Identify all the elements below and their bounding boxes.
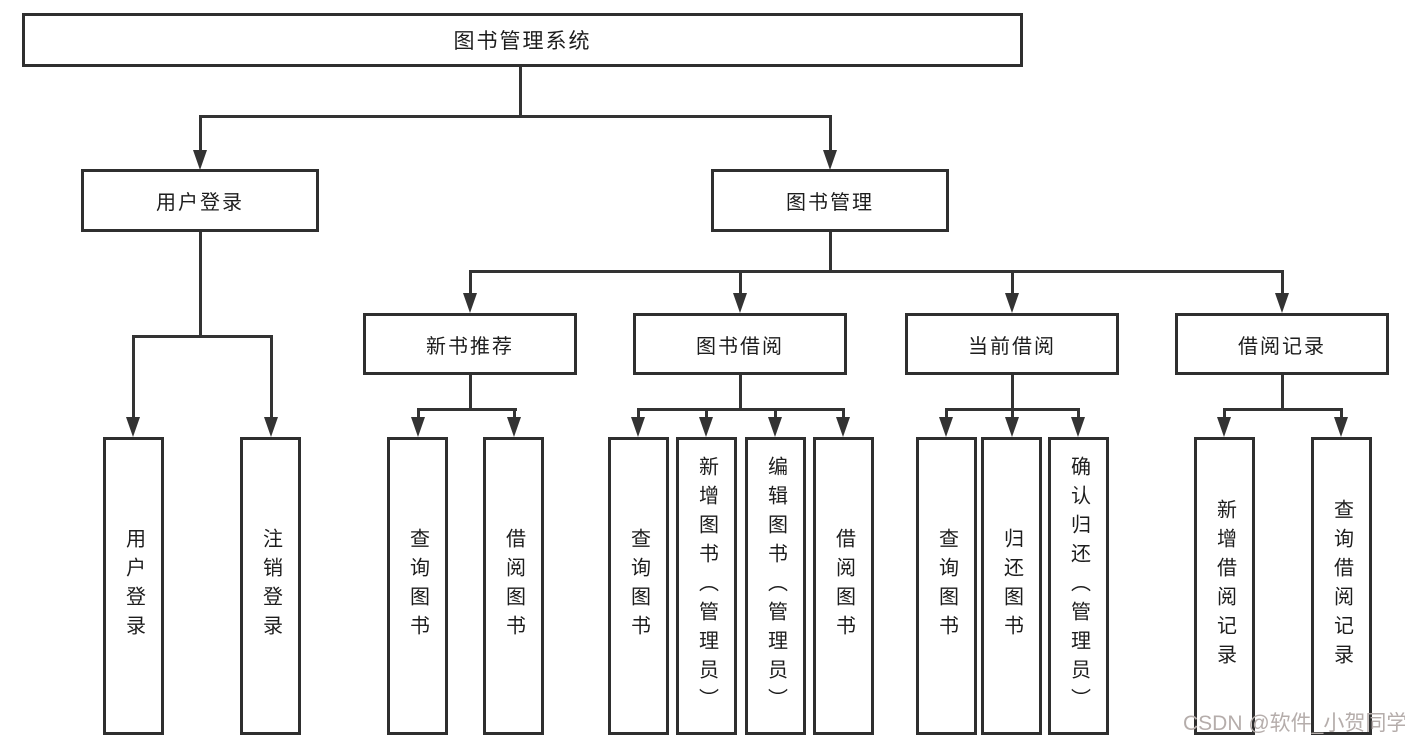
connector-line bbox=[199, 115, 831, 118]
node-label: 查询图书 bbox=[406, 528, 429, 644]
leaf-user-login: 用户登录 bbox=[103, 437, 164, 735]
arrow-down-icon bbox=[1217, 417, 1231, 437]
node-library-management-system: 图书管理系统 bbox=[22, 13, 1023, 67]
arrow-down-icon bbox=[1005, 293, 1019, 313]
node-label: 新增图书（管理员） bbox=[695, 455, 718, 717]
leaf-logout: 注销登录 bbox=[240, 437, 301, 735]
arrow-down-icon bbox=[768, 417, 782, 437]
arrow-down-icon bbox=[507, 417, 521, 437]
node-label: 借阅图书 bbox=[832, 528, 855, 644]
arrow-down-icon bbox=[463, 293, 477, 313]
node-label: 借阅记录 bbox=[1238, 335, 1326, 358]
node-label: 新书推荐 bbox=[426, 335, 514, 358]
connector-line bbox=[1011, 375, 1014, 411]
node-label: 归还图书 bbox=[1000, 528, 1023, 644]
connector-line bbox=[469, 270, 1284, 273]
node-label: 查询借阅记录 bbox=[1330, 499, 1353, 673]
node-borrowing-records: 借阅记录 bbox=[1175, 313, 1389, 375]
connector-line bbox=[417, 408, 517, 411]
leaf-confirm-return-admin: 确认归还（管理员） bbox=[1048, 437, 1109, 735]
arrow-down-icon bbox=[1334, 417, 1348, 437]
connector-line bbox=[1011, 270, 1014, 297]
connector-line bbox=[199, 232, 202, 338]
leaf-query-books-current: 查询图书 bbox=[916, 437, 977, 735]
node-label: 查询图书 bbox=[935, 528, 958, 644]
leaf-query-books-new: 查询图书 bbox=[387, 437, 448, 735]
connector-line bbox=[132, 335, 135, 420]
connector-line bbox=[829, 115, 832, 153]
leaf-borrow-books-new: 借阅图书 bbox=[483, 437, 544, 735]
connector-line bbox=[1077, 408, 1080, 420]
connector-line bbox=[829, 232, 832, 273]
arrow-down-icon bbox=[1275, 293, 1289, 313]
leaf-return-books: 归还图书 bbox=[981, 437, 1042, 735]
node-label: 图书管理系统 bbox=[453, 30, 592, 53]
node-label: 图书管理 bbox=[786, 192, 874, 214]
leaf-query-borrow-record: 查询借阅记录 bbox=[1311, 437, 1372, 735]
arrow-down-icon bbox=[126, 417, 140, 437]
node-label: 借阅图书 bbox=[502, 528, 525, 644]
leaf-edit-books-admin: 编辑图书（管理员） bbox=[745, 437, 806, 735]
connector-line bbox=[1223, 408, 1343, 411]
arrow-down-icon bbox=[836, 417, 850, 437]
connector-line bbox=[739, 270, 742, 297]
arrow-down-icon bbox=[1071, 417, 1085, 437]
connector-line bbox=[739, 375, 742, 411]
node-label: 图书借阅 bbox=[696, 335, 784, 358]
connector-line bbox=[417, 408, 420, 420]
connector-line bbox=[469, 270, 472, 297]
connector-line bbox=[842, 408, 845, 420]
node-label: 确认归还（管理员） bbox=[1067, 455, 1090, 717]
leaf-add-borrow-record: 新增借阅记录 bbox=[1194, 437, 1255, 735]
leaf-borrow-books: 借阅图书 bbox=[813, 437, 874, 735]
node-label: 查询图书 bbox=[627, 528, 650, 644]
connector-line bbox=[1281, 270, 1284, 297]
node-label: 当前借阅 bbox=[968, 335, 1056, 358]
connector-line bbox=[519, 67, 522, 118]
connector-line bbox=[469, 375, 472, 411]
leaf-add-books-admin: 新增图书（管理员） bbox=[676, 437, 737, 735]
connector-line bbox=[1223, 408, 1226, 420]
connector-line bbox=[513, 408, 516, 420]
node-label: 注销登录 bbox=[259, 528, 282, 644]
node-label: 用户登录 bbox=[122, 528, 145, 644]
connector-line bbox=[1340, 408, 1343, 420]
node-label: 新增借阅记录 bbox=[1213, 499, 1236, 673]
connector-line bbox=[637, 408, 640, 420]
arrow-down-icon bbox=[631, 417, 645, 437]
connector-line bbox=[270, 335, 273, 420]
csdn-watermark: CSDN @软件_小贺同学 bbox=[1183, 712, 1405, 735]
connector-line bbox=[1011, 408, 1014, 420]
connector-line bbox=[705, 408, 708, 420]
connector-line bbox=[945, 408, 948, 420]
node-label: 用户登录 bbox=[156, 192, 244, 214]
connector-line bbox=[199, 115, 202, 153]
arrow-down-icon bbox=[1005, 417, 1019, 437]
node-user-login: 用户登录 bbox=[81, 169, 319, 232]
node-book-borrowing: 图书借阅 bbox=[633, 313, 847, 375]
arrow-down-icon bbox=[411, 417, 425, 437]
connector-line bbox=[132, 335, 273, 338]
leaf-query-books-borrow: 查询图书 bbox=[608, 437, 669, 735]
arrow-down-icon bbox=[733, 293, 747, 313]
node-new-book-recommend: 新书推荐 bbox=[363, 313, 577, 375]
node-book-management: 图书管理 bbox=[711, 169, 949, 232]
arrow-down-icon bbox=[823, 150, 837, 170]
connector-line bbox=[637, 408, 845, 411]
arrow-down-icon bbox=[264, 417, 278, 437]
node-current-borrowing: 当前借阅 bbox=[905, 313, 1119, 375]
connector-line bbox=[1281, 375, 1284, 411]
node-label: 编辑图书（管理员） bbox=[764, 455, 787, 717]
arrow-down-icon bbox=[939, 417, 953, 437]
arrow-down-icon bbox=[193, 150, 207, 170]
connector-line bbox=[774, 408, 777, 420]
arrow-down-icon bbox=[699, 417, 713, 437]
